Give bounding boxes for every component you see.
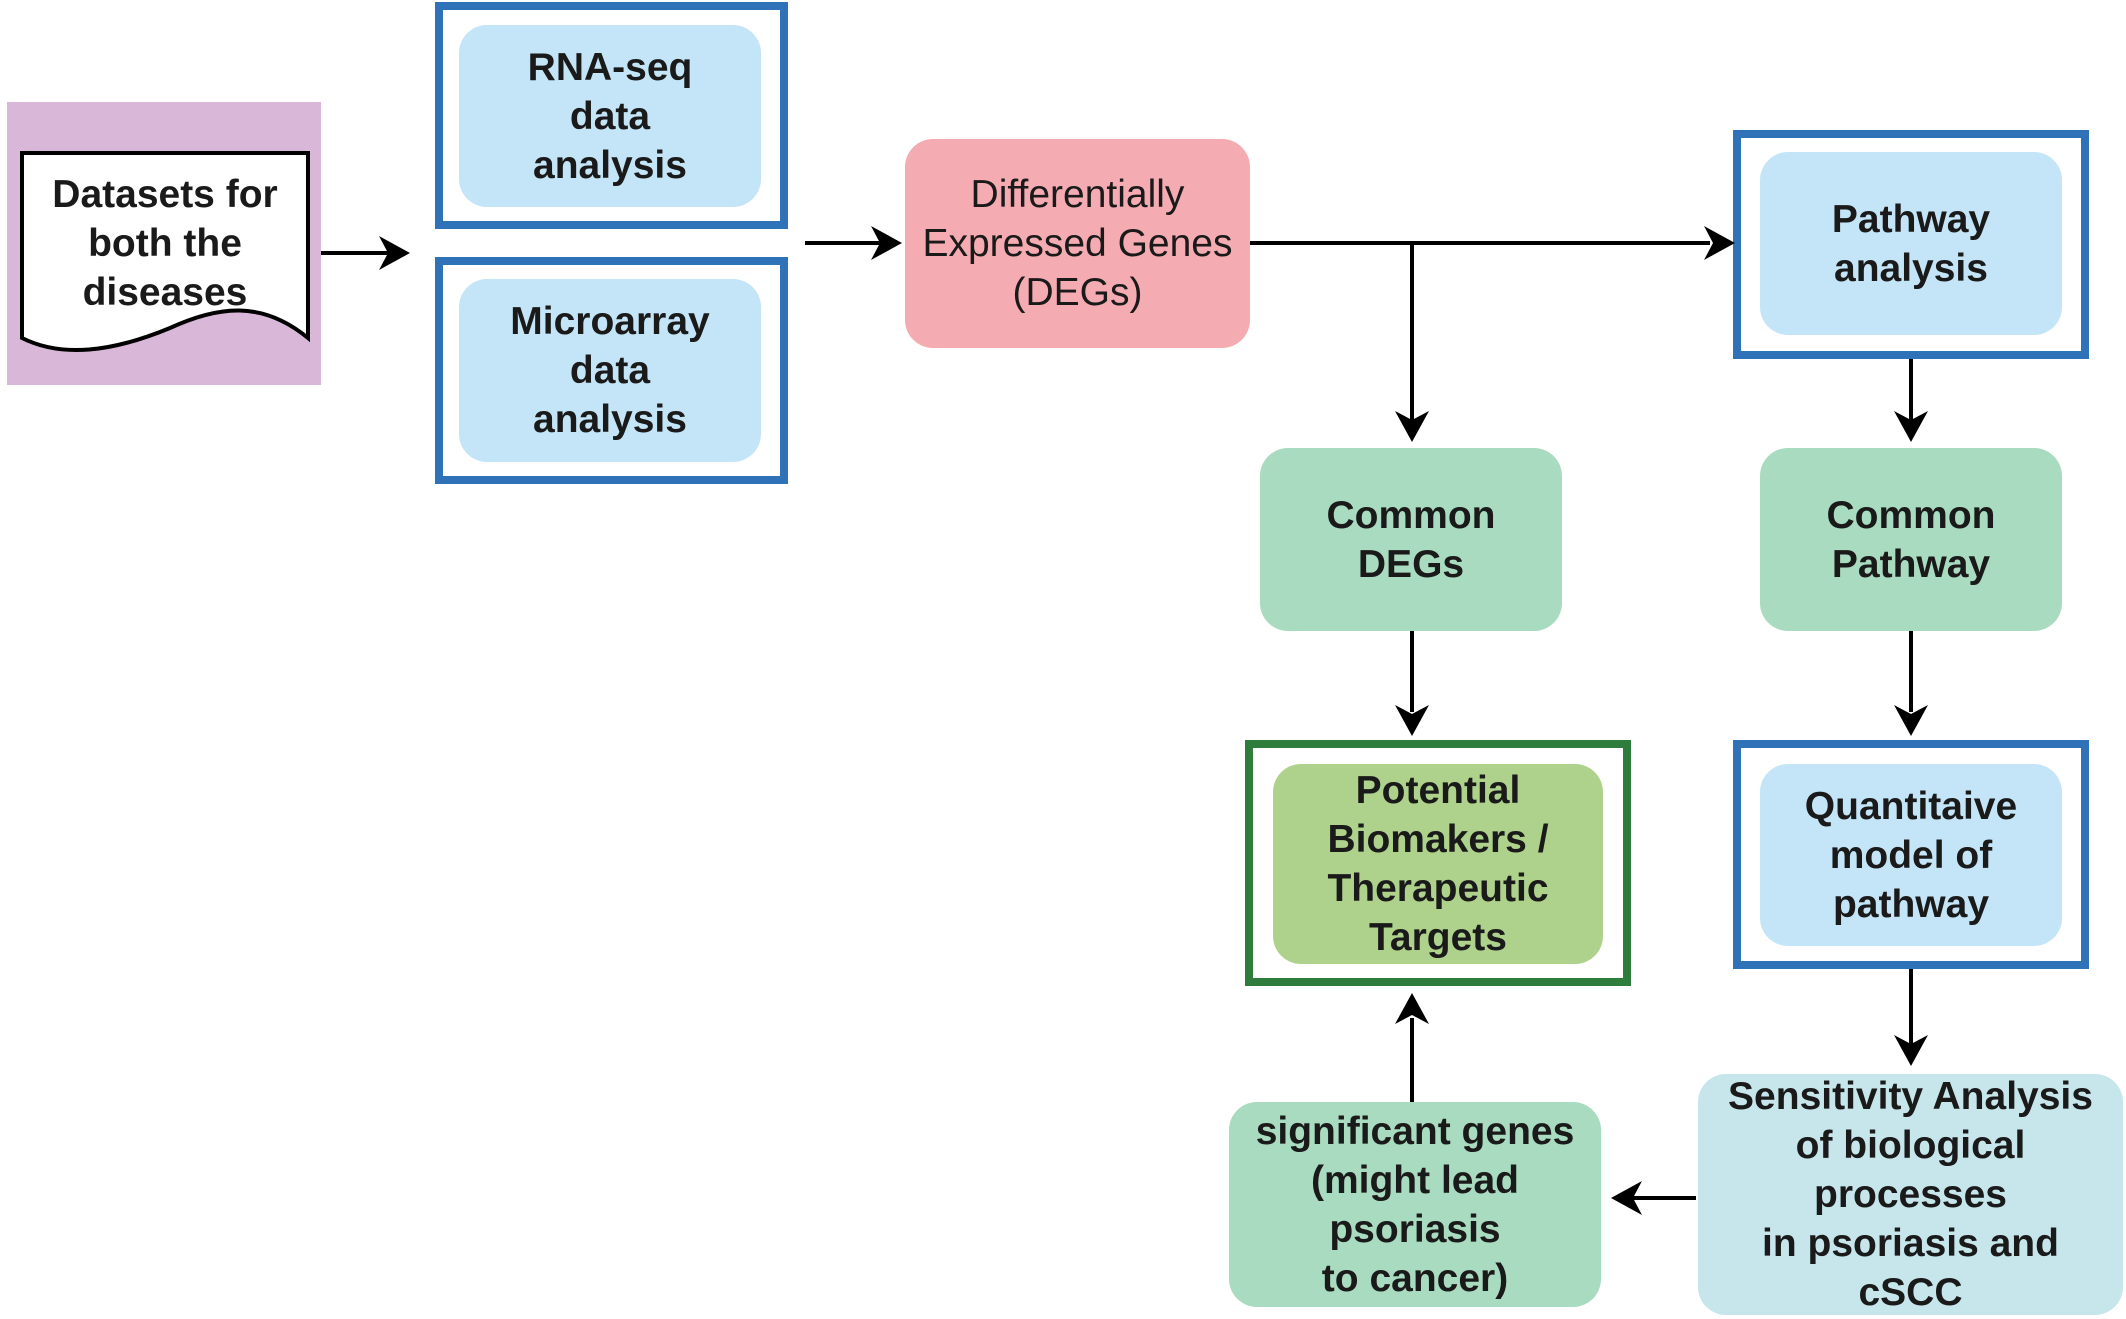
arrowhead-icon xyxy=(1704,226,1735,260)
arrowhead-icon xyxy=(1611,1181,1642,1215)
microarray-node: Microarray data analysis xyxy=(459,279,761,462)
common-pathway-node: Common Pathway xyxy=(1760,448,2062,631)
sensitivity-analysis-node: Sensitivity Analysis of biological proce… xyxy=(1698,1074,2123,1315)
arrowhead-icon xyxy=(1894,705,1928,736)
arrowhead-icon xyxy=(1395,993,1429,1024)
arrowhead-icon xyxy=(1395,705,1429,736)
rnaseq-node: RNA-seq data analysis xyxy=(459,25,761,207)
pathway-node: Pathway analysis xyxy=(1760,152,2062,335)
datasets-label: Datasets for both the diseases xyxy=(52,172,278,314)
arrowhead-icon xyxy=(1894,1035,1928,1066)
arrowhead-icon xyxy=(379,236,410,270)
arrowhead-icon xyxy=(1395,411,1429,442)
arrowheads xyxy=(379,226,1928,1215)
biomarkers-node: Potential Biomakers / Therapeutic Target… xyxy=(1273,764,1603,964)
common-degs-node: Common DEGs xyxy=(1260,448,1562,631)
significant-genes-node: significant genes (might lead psoriasis … xyxy=(1229,1102,1601,1307)
degs-node: Differentially Expressed Genes (DEGs) xyxy=(905,139,1250,348)
quant-model-node: Quantitaive model of pathway xyxy=(1760,764,2062,946)
arrowhead-icon xyxy=(871,226,902,260)
arrowhead-icon xyxy=(1894,411,1928,442)
